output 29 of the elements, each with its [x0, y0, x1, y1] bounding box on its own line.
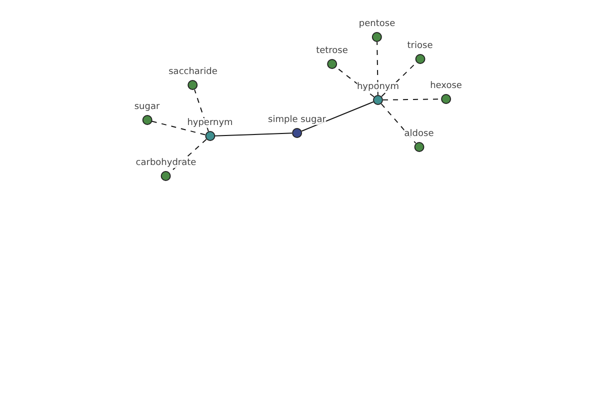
dashed-connector: [151, 120, 206, 136]
node-label: simple sugar: [268, 115, 326, 125]
dashed-connector: [381, 62, 417, 97]
node-label: sugar: [134, 102, 160, 112]
graph-node: [134, 102, 160, 125]
graph-node: [168, 67, 218, 90]
dashed-connector: [380, 103, 416, 144]
node-label: hexose: [430, 81, 462, 91]
connector-line: [301, 101, 374, 132]
graph-node: [136, 158, 196, 181]
graph-node: [268, 115, 326, 138]
graph-node: [404, 129, 434, 152]
node-label: aldose: [404, 129, 434, 139]
graph-node: [430, 81, 462, 104]
connector-line: [214, 132, 292, 136]
node-label: carbohydrate: [136, 158, 196, 168]
graph-node: [358, 19, 396, 42]
graph-node: [187, 118, 233, 141]
dashed-connector: [194, 89, 209, 132]
node-label: saccharide: [168, 67, 218, 77]
node-label: hypernym: [187, 118, 233, 128]
graph-node: [407, 41, 433, 64]
node-label: hyponym: [356, 82, 400, 92]
graph-node: [316, 46, 348, 69]
node-label: tetrose: [316, 46, 348, 56]
graph-node: [356, 82, 400, 105]
node-label: pentose: [358, 19, 396, 29]
dashed-connector: [376, 42, 378, 96]
node-label: triose: [407, 41, 433, 51]
